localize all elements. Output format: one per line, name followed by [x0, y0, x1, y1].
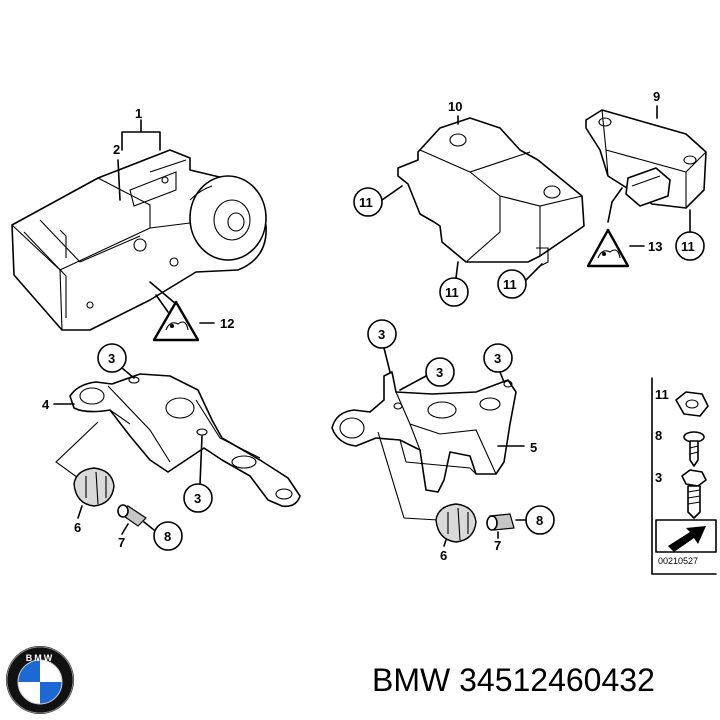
warning-triangle-12: 12 — [149, 281, 234, 342]
callout-8-b: 8 — [515, 505, 555, 535]
top-bracket — [397, 117, 585, 267]
sleeve-left: 7 — [116, 504, 147, 550]
part-caption: BMW 34512460432 — [372, 662, 655, 699]
bmw-logo: BMW — [6, 646, 74, 714]
callout-3-c: 3 — [367, 319, 397, 373]
svg-text:12: 12 — [220, 316, 234, 331]
svg-text:00210527: 00210527 — [658, 556, 698, 566]
svg-text:7: 7 — [118, 535, 125, 550]
callout-5: 5 — [497, 440, 537, 455]
svg-text:9: 9 — [653, 89, 660, 104]
svg-text:11: 11 — [681, 239, 695, 254]
sleeve-right: 7 — [486, 513, 515, 553]
logo-letters: BMW — [26, 653, 55, 663]
svg-text:5: 5 — [530, 440, 537, 455]
svg-text:3: 3 — [655, 470, 662, 485]
svg-text:3: 3 — [108, 351, 115, 366]
callout-11-d: 11 — [675, 209, 705, 261]
fastener-legend: 11 8 3 00210527 — [651, 377, 717, 575]
callout-9: 9 — [653, 89, 660, 119]
svg-text:8: 8 — [536, 513, 543, 528]
callout-2: 2 — [113, 142, 121, 201]
callout-8-a: 8 — [143, 521, 183, 551]
svg-text:7: 7 — [494, 538, 501, 553]
left-bracket — [69, 373, 301, 508]
legend-nut — [675, 391, 709, 417]
callout-10: 10 — [448, 99, 462, 125]
callout-3-e: 3 — [483, 343, 513, 383]
svg-text:3: 3 — [378, 327, 385, 342]
svg-text:11: 11 — [445, 285, 459, 300]
grommet-right: 6 — [377, 431, 477, 563]
svg-text:10: 10 — [448, 99, 462, 114]
svg-text:4: 4 — [42, 397, 50, 412]
svg-text:8: 8 — [164, 529, 171, 544]
grommet-left: 6 — [55, 421, 115, 535]
svg-text:3: 3 — [436, 365, 443, 380]
callout-3-d: 3 — [399, 357, 455, 391]
svg-text:6: 6 — [74, 520, 81, 535]
svg-text:11: 11 — [655, 387, 669, 402]
callout-1: 1 — [121, 106, 161, 151]
callout-11-c: 11 — [497, 263, 543, 299]
warning-triangle-13: 13 — [586, 187, 662, 268]
part-number: 34512460432 — [459, 662, 655, 698]
callout-3-b: 3 — [183, 435, 213, 513]
brand-name: BMW — [372, 662, 451, 698]
svg-text:8: 8 — [655, 428, 662, 443]
svg-text:11: 11 — [503, 277, 517, 292]
svg-text:13: 13 — [648, 239, 662, 254]
svg-text:6: 6 — [440, 548, 447, 563]
abs-hydraulic-unit — [11, 149, 267, 331]
control-unit — [585, 109, 707, 209]
svg-text:3: 3 — [194, 491, 201, 506]
legend-screw-8 — [683, 431, 705, 467]
callout-11-b: 11 — [439, 261, 469, 307]
svg-text:2: 2 — [113, 142, 120, 157]
callout-11-a: 11 — [353, 185, 403, 217]
svg-text:11: 11 — [359, 195, 373, 210]
legend-bolt-3 — [681, 469, 707, 519]
right-bracket — [331, 371, 517, 493]
svg-text:1: 1 — [135, 106, 142, 121]
svg-text:3: 3 — [494, 351, 501, 366]
arrow-icon — [655, 519, 717, 553]
callout-4: 4 — [42, 397, 75, 412]
callout-3-a: 3 — [97, 343, 135, 379]
